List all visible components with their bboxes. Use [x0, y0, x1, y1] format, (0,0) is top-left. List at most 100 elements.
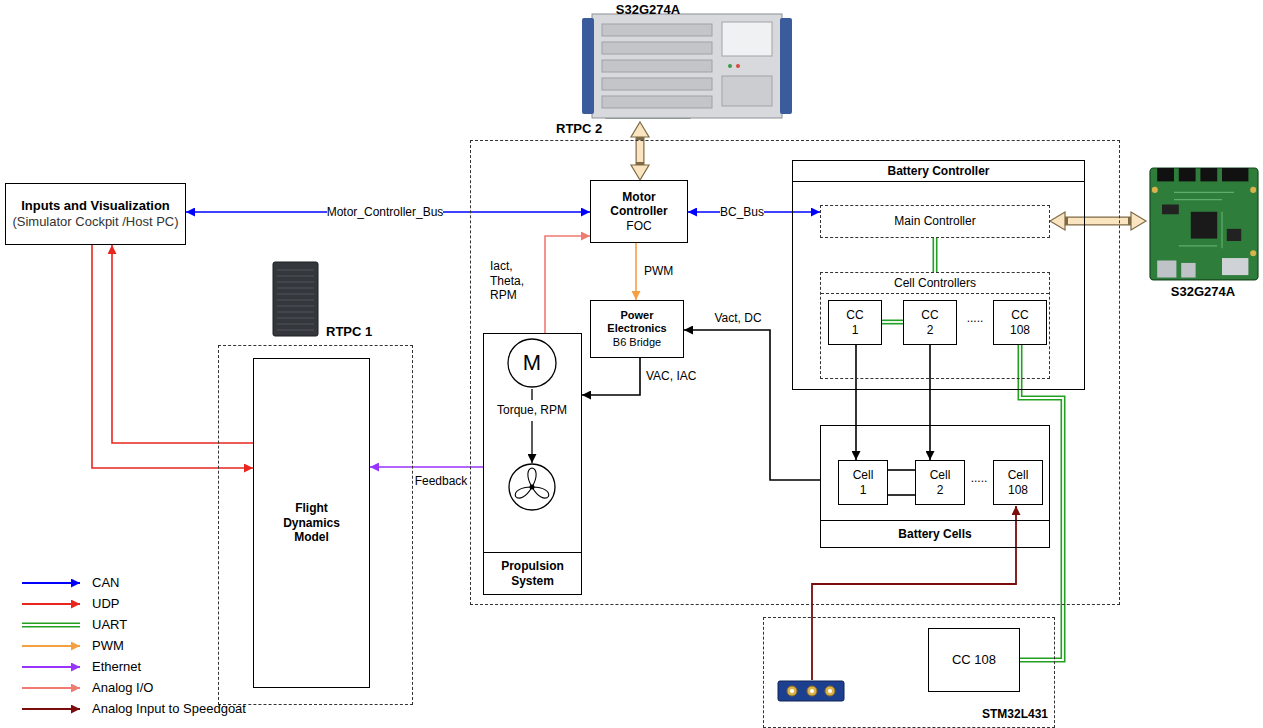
current-sensor-photo: [778, 681, 844, 701]
edge-label: Vact, DC: [714, 311, 761, 325]
ethernet-arrow: [370, 467, 483, 468]
legend-sample: [22, 688, 80, 689]
legend-label: Analog Input to Speedgoat: [92, 701, 246, 717]
uart-link: [933, 238, 938, 272]
process-box: Motor ControllerFOC: [590, 180, 688, 243]
node-title: Power Electronics: [595, 309, 679, 335]
pwm-arrow: [635, 243, 637, 300]
pwm-arrow: [636, 243, 637, 300]
system-box: Propulsion System M: [483, 333, 582, 595]
rack-computer-photo: [780, 18, 792, 114]
control-arrow: [930, 345, 931, 460]
series-wire: [888, 495, 915, 496]
cell-box: Cell 1: [838, 460, 888, 505]
node-title: STM32L431: [982, 707, 1048, 721]
legend-sample: [22, 623, 80, 628]
power-line-arrow: [582, 358, 640, 395]
legend-sample: [22, 666, 80, 668]
edge-label: PWM: [644, 264, 673, 278]
node-title: Flight Dynamics Model: [283, 501, 340, 544]
node-title: Cell Controllers: [821, 273, 1049, 294]
cell-box: Cell 2: [915, 460, 965, 505]
udp-arrow: [112, 245, 253, 443]
rack-computer-photo: [582, 14, 792, 118]
current-sensor-photo: [807, 686, 817, 696]
uart-link: [934, 238, 936, 272]
uart-link: [1020, 345, 1063, 660]
process-box: Power ElectronicsB6 Bridge: [590, 300, 684, 358]
rack-computer-photo: [582, 18, 594, 114]
node-title: CC 108: [952, 652, 996, 668]
board-photo: [1222, 258, 1248, 275]
legend-sample: [22, 646, 80, 647]
control-arrow: [929, 345, 931, 460]
legend-sample: [22, 667, 80, 668]
torque-arrow: [532, 389, 533, 463]
node-title: Cell 2: [930, 468, 951, 497]
series-wire: [888, 469, 915, 471]
node-title: S32G274A: [1146, 284, 1260, 300]
rack-computer-photo: [722, 76, 772, 106]
uart-link: [1020, 345, 1063, 660]
rack-computer-photo: [728, 64, 732, 68]
analog-signal-arrow: [545, 236, 590, 333]
legend-sample: [22, 624, 80, 626]
board-link-arrow: [1131, 212, 1146, 230]
legend-label: UART: [92, 617, 127, 633]
analog-signal-arrow: [545, 236, 590, 333]
legend-sample: [22, 645, 80, 647]
board-node: S32G274A: [596, 2, 700, 122]
computer-region: RTPC 2Motor ControllerFOCPower Electroni…: [470, 140, 1120, 605]
legend-sample: [22, 687, 80, 689]
board-photo: [1250, 187, 1256, 193]
board-link-arrow: [637, 140, 644, 162]
tower-computer-photo: [273, 262, 318, 336]
legend-label: UDP: [92, 596, 119, 612]
board-photo: [1179, 168, 1196, 181]
edge-label: BC_Bus: [720, 205, 764, 219]
legend-label: Ethernet: [92, 659, 141, 675]
current-sensor-photo: [790, 689, 794, 693]
series-wire: [888, 494, 915, 496]
legend-sample: [22, 708, 80, 710]
battery-box: Battery Cells Cell 1 Cell 2 Cell 108: [820, 425, 1050, 548]
tower-computer-photo: [273, 262, 318, 336]
udp-arrow: [92, 245, 253, 468]
node-title: Propulsion System: [484, 552, 581, 594]
node-subtitle: B6 Bridge: [613, 336, 661, 349]
rack-computer-photo: [736, 64, 740, 68]
current-sensor-photo: [825, 686, 835, 696]
legend-sample: [22, 709, 80, 710]
control-arrow: [856, 345, 857, 460]
series-wire: [888, 470, 915, 471]
node-title: CC 2: [921, 308, 938, 337]
board-link-arrow: [1068, 218, 1128, 225]
legend-sample: [22, 582, 80, 584]
propeller-symbol: [509, 464, 555, 510]
controller-box: Main Controller: [820, 205, 1050, 238]
node-title: Battery Cells: [821, 520, 1049, 547]
ethernet-arrow: [370, 466, 483, 468]
signal-label: Torque, RPM: [497, 403, 567, 417]
ellipsis: .....: [971, 471, 988, 485]
board-photo: [1191, 212, 1217, 239]
board-photo: [1250, 250, 1256, 256]
node-title: CC 108: [1010, 308, 1030, 337]
power-line-arrow: [582, 358, 640, 395]
power-line-arrow: [684, 330, 820, 480]
torque-arrow: [531, 389, 532, 400]
controller-group: Cell Controllers CC 1 CC 2 CC 108: [820, 272, 1050, 379]
cell-controller-box: CC 2: [903, 300, 957, 345]
board-link-arrow: [631, 122, 649, 180]
torque-arrow: [531, 421, 532, 463]
cell-box: Cell 108: [993, 460, 1043, 505]
node-title: CC 1: [846, 308, 863, 337]
motor-circle: M: [507, 338, 557, 388]
node-title: M: [523, 350, 541, 376]
board-photo: [1162, 205, 1179, 215]
ellipsis: .....: [967, 311, 984, 325]
